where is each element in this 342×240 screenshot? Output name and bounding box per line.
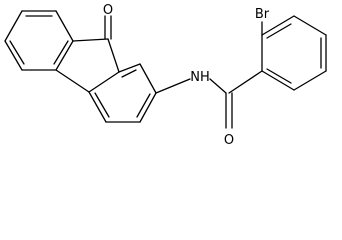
- left-benzene-ring: [4, 10, 74, 71]
- amide-linkage: [155, 70, 263, 129]
- amide-nitrogen-label: NH: [190, 70, 210, 85]
- bromine-label: Br: [255, 7, 270, 22]
- five-membered-ring: [55, 38, 120, 93]
- ketone-group: [104, 15, 112, 40]
- ketone-oxygen-label: O: [103, 3, 113, 18]
- molecule-drawing: O NH Br O: [4, 3, 327, 148]
- amide-oxygen-label: O: [224, 133, 234, 148]
- bromobenzene-ring: [261, 15, 327, 91]
- right-benzene-ring: [88, 63, 157, 123]
- structure-diagram: O NH Br O: [4, 3, 327, 148]
